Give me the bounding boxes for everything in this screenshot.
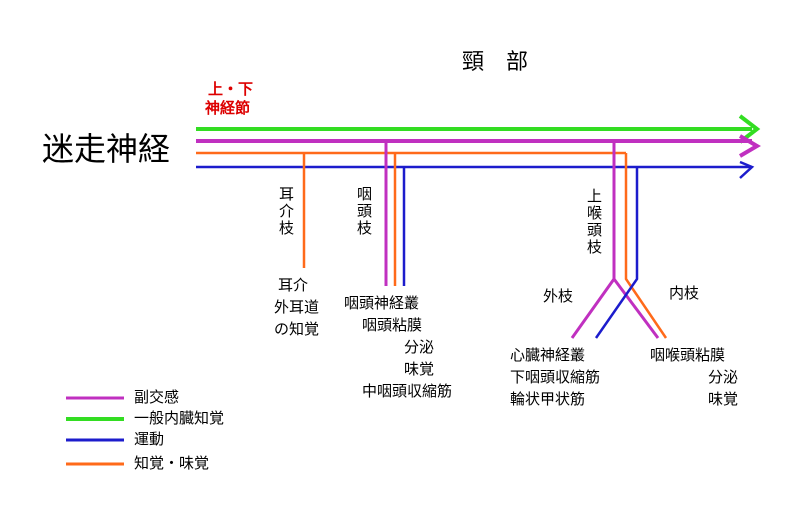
internal-target-1: 咽喉頭粘膜	[650, 346, 726, 364]
ganglion-label-line1: 上・下	[208, 80, 254, 98]
pharyngeal-target-2: 咽頭粘膜	[362, 316, 423, 334]
pharyngeal-target-3: 分泌	[404, 338, 435, 356]
arrow-parasympathetic	[738, 134, 761, 158]
auricular-target-3: の知覚	[274, 320, 320, 338]
pharyngeal-branch-label: 咽頭枝	[355, 186, 373, 237]
superior-laryngeal-branch-label: 上喉頭枝	[585, 188, 603, 256]
ganglion-label-line2: 神経節	[205, 99, 251, 117]
external-branch-label: 外枝	[543, 287, 574, 305]
laryngeal-sensory	[624, 153, 668, 339]
legend-label-sensory-taste: 知覚・味覚	[134, 454, 210, 472]
internal-target-2: 分泌	[708, 368, 739, 386]
legend-label-motor: 運動	[134, 430, 165, 448]
external-target-2: 下咽頭収縮筋	[510, 368, 601, 386]
internal-target-3: 味覚	[708, 390, 739, 408]
laryngeal-parasympathetic-inner	[612, 278, 660, 339]
pharyngeal-target-1: 咽頭神経叢	[344, 294, 420, 312]
auricular-branch-label: 耳介枝	[277, 186, 295, 237]
region-title: 頸 部	[462, 50, 529, 75]
nerve-name: 迷走神経	[42, 130, 171, 168]
legend-label-parasympathetic: 副交感	[134, 388, 180, 406]
internal-branch-label: 内枝	[669, 284, 700, 302]
external-target-1: 心臓神経叢	[510, 346, 586, 364]
arrow-motor	[739, 160, 755, 179]
laryngeal-motor	[594, 167, 639, 339]
auricular-target-2: 外耳道	[274, 298, 320, 316]
pharyngeal-target-4: 味覚	[404, 360, 435, 378]
external-target-3: 輪状甲状筋	[510, 390, 586, 408]
pharyngeal-target-5: 中咽頭収縮筋	[362, 382, 453, 400]
auricular-target-1: 耳介	[278, 276, 309, 294]
legend-label-visceral-sensory: 一般内臓知覚	[134, 409, 225, 427]
